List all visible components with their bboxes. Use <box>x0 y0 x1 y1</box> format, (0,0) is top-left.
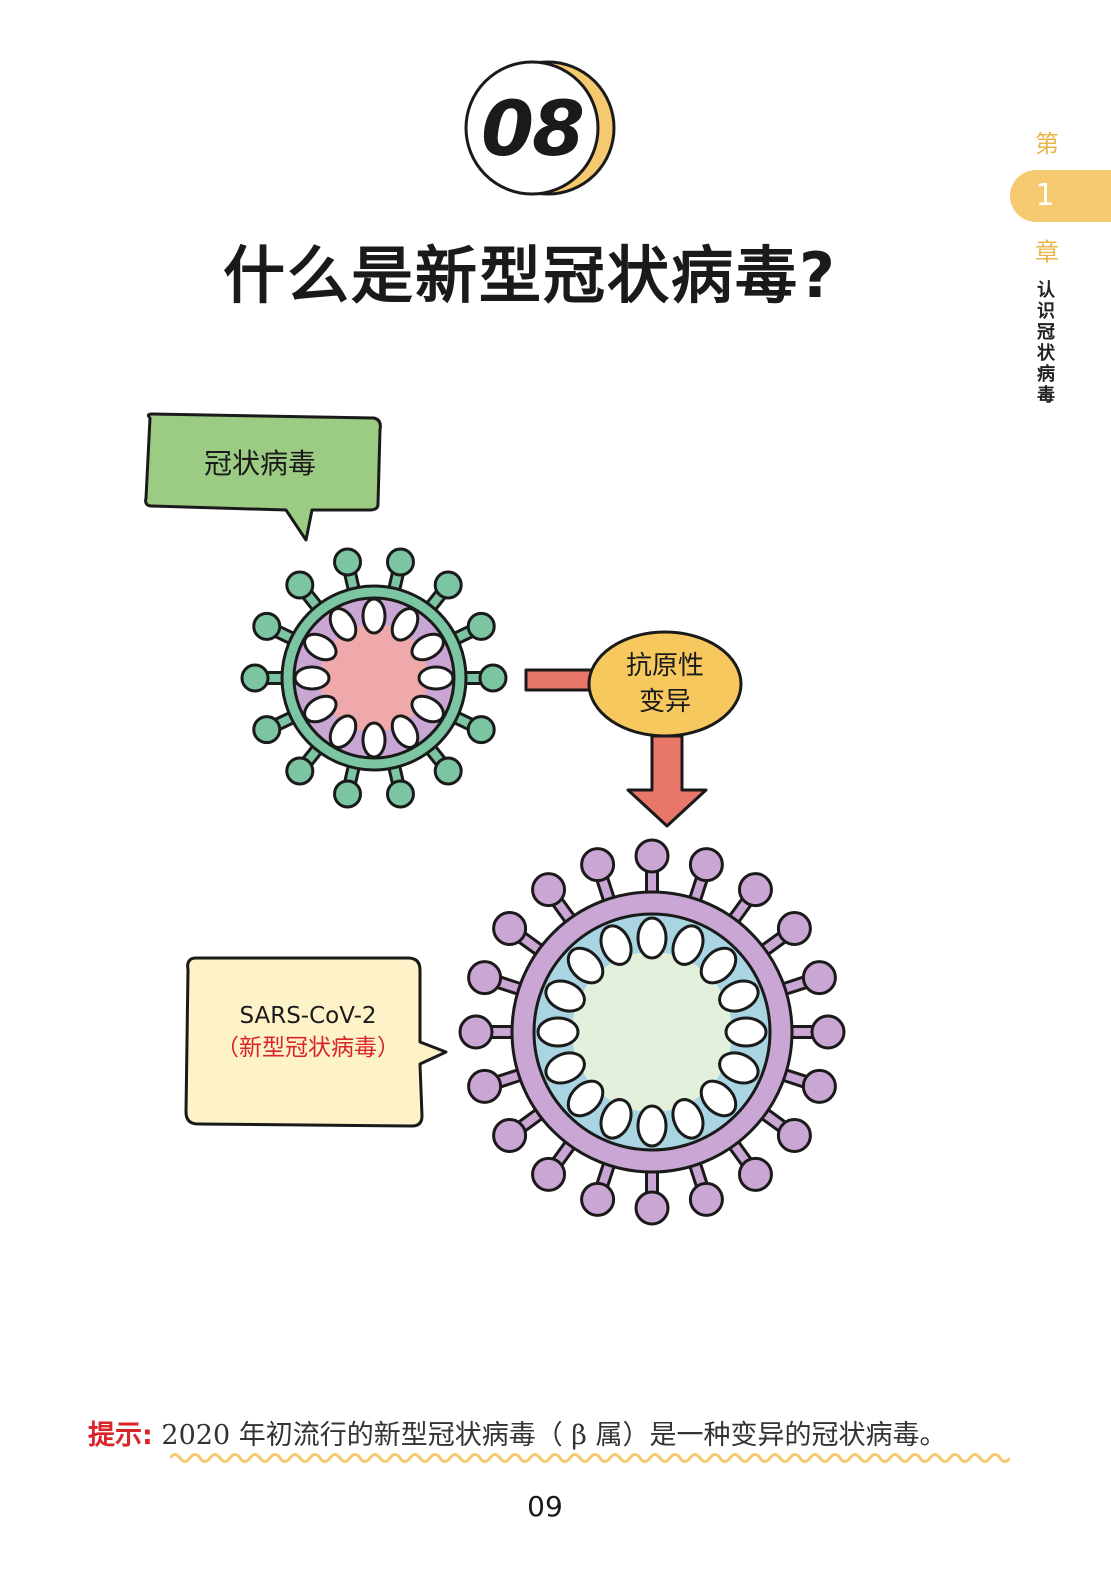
coronavirus-diagram-icon <box>144 412 846 1226</box>
antigen-line-1: 抗原性 <box>625 651 704 681</box>
side-tab-prefix: 第 <box>1035 130 1059 158</box>
tip-line: 提示: 2020 年初流行的新型冠状病毒（ β 属）是一种变异的冠状病毒。 <box>88 1413 1018 1452</box>
coronavirus-icon <box>240 547 508 809</box>
sars-cov-2-label: SARS-CoV-2 （新型冠状病毒） <box>188 1000 428 1064</box>
side-tab-pill <box>1010 170 1111 222</box>
sars-name: SARS-CoV-2 <box>239 1003 377 1029</box>
new-coronavirus-icon <box>458 838 846 1226</box>
tip-label: 提示: <box>88 1420 153 1451</box>
page-title: 什么是新型冠状病毒? <box>223 239 837 312</box>
wavy-underline-icon <box>170 1453 1010 1463</box>
speech-bubble-green-icon <box>144 412 382 542</box>
side-tab-number: 1 <box>1035 178 1055 213</box>
antigen-variation-label: 抗原性 变异 <box>597 648 733 720</box>
sars-chinese-name: （新型冠状病毒） <box>216 1035 400 1061</box>
speech-bubble-cream-icon <box>184 956 448 1128</box>
chapter-number: 08 <box>481 83 585 173</box>
virus-illustration <box>0 380 1111 1260</box>
coronavirus-label: 冠状病毒 <box>203 447 316 480</box>
antigen-line-2: 变异 <box>638 687 691 717</box>
side-tab-suffix: 章 <box>1035 238 1059 266</box>
page-number: 09 <box>527 1490 563 1523</box>
arrow-down-icon <box>626 734 708 828</box>
side-tab-title: 认识冠状病毒 <box>1037 280 1055 406</box>
tip-text: 2020 年初流行的新型冠状病毒（ β 属）是一种变异的冠状病毒。 <box>161 1420 947 1451</box>
badge-circle-icon <box>464 60 616 196</box>
chapter-badge: 08 <box>460 52 630 202</box>
